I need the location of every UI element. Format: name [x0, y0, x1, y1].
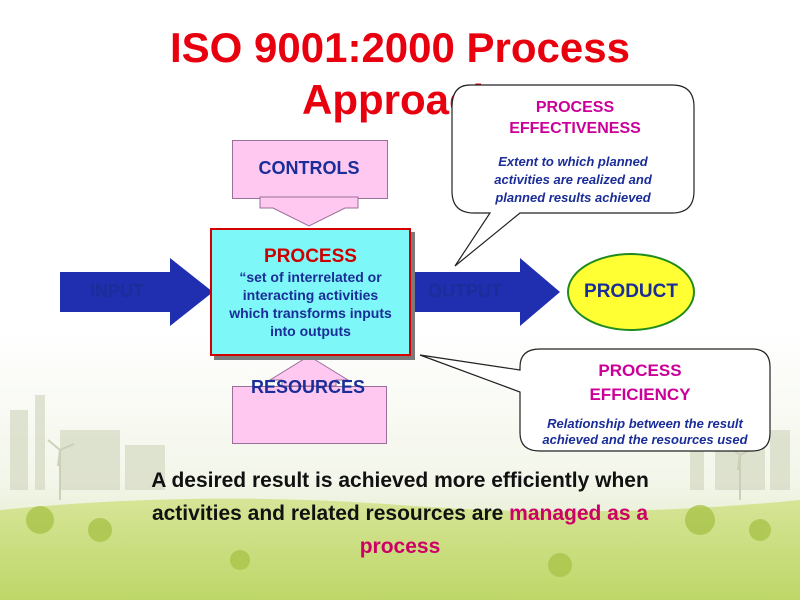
title-line-1: ISO 9001:2000 Process: [170, 24, 630, 71]
slide-title: ISO 9001:2000 Process Approach: [0, 22, 800, 126]
controls-label: CONTROLS: [258, 158, 360, 178]
effectiveness-text: Extent to which planned activities are r…: [494, 154, 652, 205]
controls-arrow: [259, 196, 359, 227]
process-title: PROCESS: [264, 246, 357, 267]
summary-highlight: managed as a process: [359, 502, 649, 558]
efficiency-callout: [419, 348, 771, 452]
output-label: OUTPUT: [428, 281, 502, 301]
effectiveness-title: PROCESS EFFECTIVENESS: [509, 99, 641, 137]
resources-box: [232, 386, 387, 444]
summary-text: A desired result is achieved more effici…: [130, 464, 670, 563]
process-description: “set of interrelated or interacting acti…: [229, 269, 392, 339]
controls-box: [232, 140, 388, 199]
efficiency-text: Relationship between the result achieved…: [542, 416, 748, 447]
process-box: PROCESS “set of interrelated or interact…: [210, 228, 411, 356]
resources-arrow: [268, 355, 350, 387]
efficiency-title: PROCESS EFFICIENCY: [589, 361, 691, 404]
input-label: INPUT: [90, 281, 144, 301]
output-arrow: [408, 258, 560, 326]
product-label: PRODUCT: [584, 281, 678, 302]
input-arrow: [60, 258, 213, 326]
resources-label: RESOURCES: [250, 377, 366, 397]
product-ellipse: [567, 253, 695, 331]
summary-part-1: A desired result is achieved more effici…: [151, 469, 649, 525]
effectiveness-callout: [451, 84, 695, 267]
